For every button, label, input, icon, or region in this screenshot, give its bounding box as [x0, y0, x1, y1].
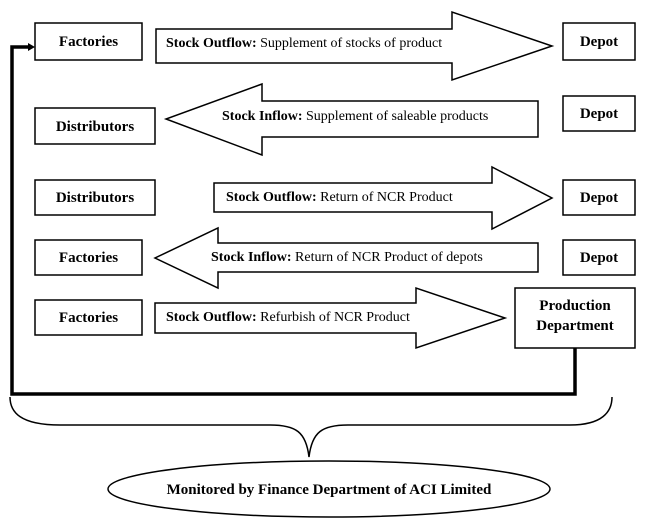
distributors-box [34, 107, 156, 145]
distributors-box [34, 179, 156, 216]
depot-box-label: Depot [580, 106, 618, 122]
stock-inflow-arrow [163, 82, 539, 157]
arrow-label-5: Stock Outflow: Refurbish of NCR Product [166, 310, 410, 325]
stock-outflow-arrow [213, 165, 554, 231]
depot-box-label: Depot [580, 190, 618, 206]
depot-box [562, 239, 636, 276]
feedback-loop-line [10, 45, 577, 396]
distributors-box-label: Distributors [56, 119, 134, 135]
production-department-label-line1: Production [539, 298, 611, 314]
factories-box [34, 22, 143, 61]
row-5: Factories Stock Outflow: Refurbish of NC… [34, 286, 636, 350]
depot-box [562, 179, 636, 216]
row-3: Distributors Stock Outflow: Return of NC… [34, 165, 636, 231]
row-4: Factories Stock Inflow: Return of NCR Pr… [34, 226, 636, 290]
monitored-by-label: Monitored by Finance Department of ACI L… [167, 482, 492, 498]
feedback-loop-arrowhead [28, 43, 35, 51]
arrow-label-1: Stock Outflow: Supplement of stocks of p… [166, 36, 442, 51]
production-department-box [514, 287, 636, 349]
factories-box-label: Factories [59, 34, 118, 50]
arrow-label-4: Stock Inflow: Return of NCR Product of d… [211, 250, 483, 265]
curly-brace [9, 396, 613, 458]
factories-box-label: Factories [59, 310, 118, 326]
depot-box [562, 95, 636, 132]
depot-box-label: Depot [580, 34, 618, 50]
stock-outflow-arrow [154, 286, 508, 350]
factories-box [34, 299, 143, 336]
arrow-label-2: Stock Inflow: Supplement of saleable pro… [222, 109, 488, 124]
arrow-label-3: Stock Outflow: Return of NCR Product [226, 190, 453, 205]
stock-outflow-arrow [155, 10, 555, 82]
factories-box-label: Factories [59, 250, 118, 266]
row-2: Distributors Stock Inflow: Supplement of… [34, 82, 636, 157]
feedback-loop-connector [10, 43, 577, 396]
depot-box-label: Depot [580, 250, 618, 266]
production-department-label-line2: Department [536, 318, 613, 334]
stock-inflow-arrow [153, 226, 539, 290]
factories-box [34, 239, 143, 276]
monitored-by-ellipse [107, 460, 551, 518]
row-1: Factories Stock Outflow: Supplement of s… [34, 10, 636, 82]
distributors-box-label: Distributors [56, 190, 134, 206]
depot-box [562, 22, 636, 61]
